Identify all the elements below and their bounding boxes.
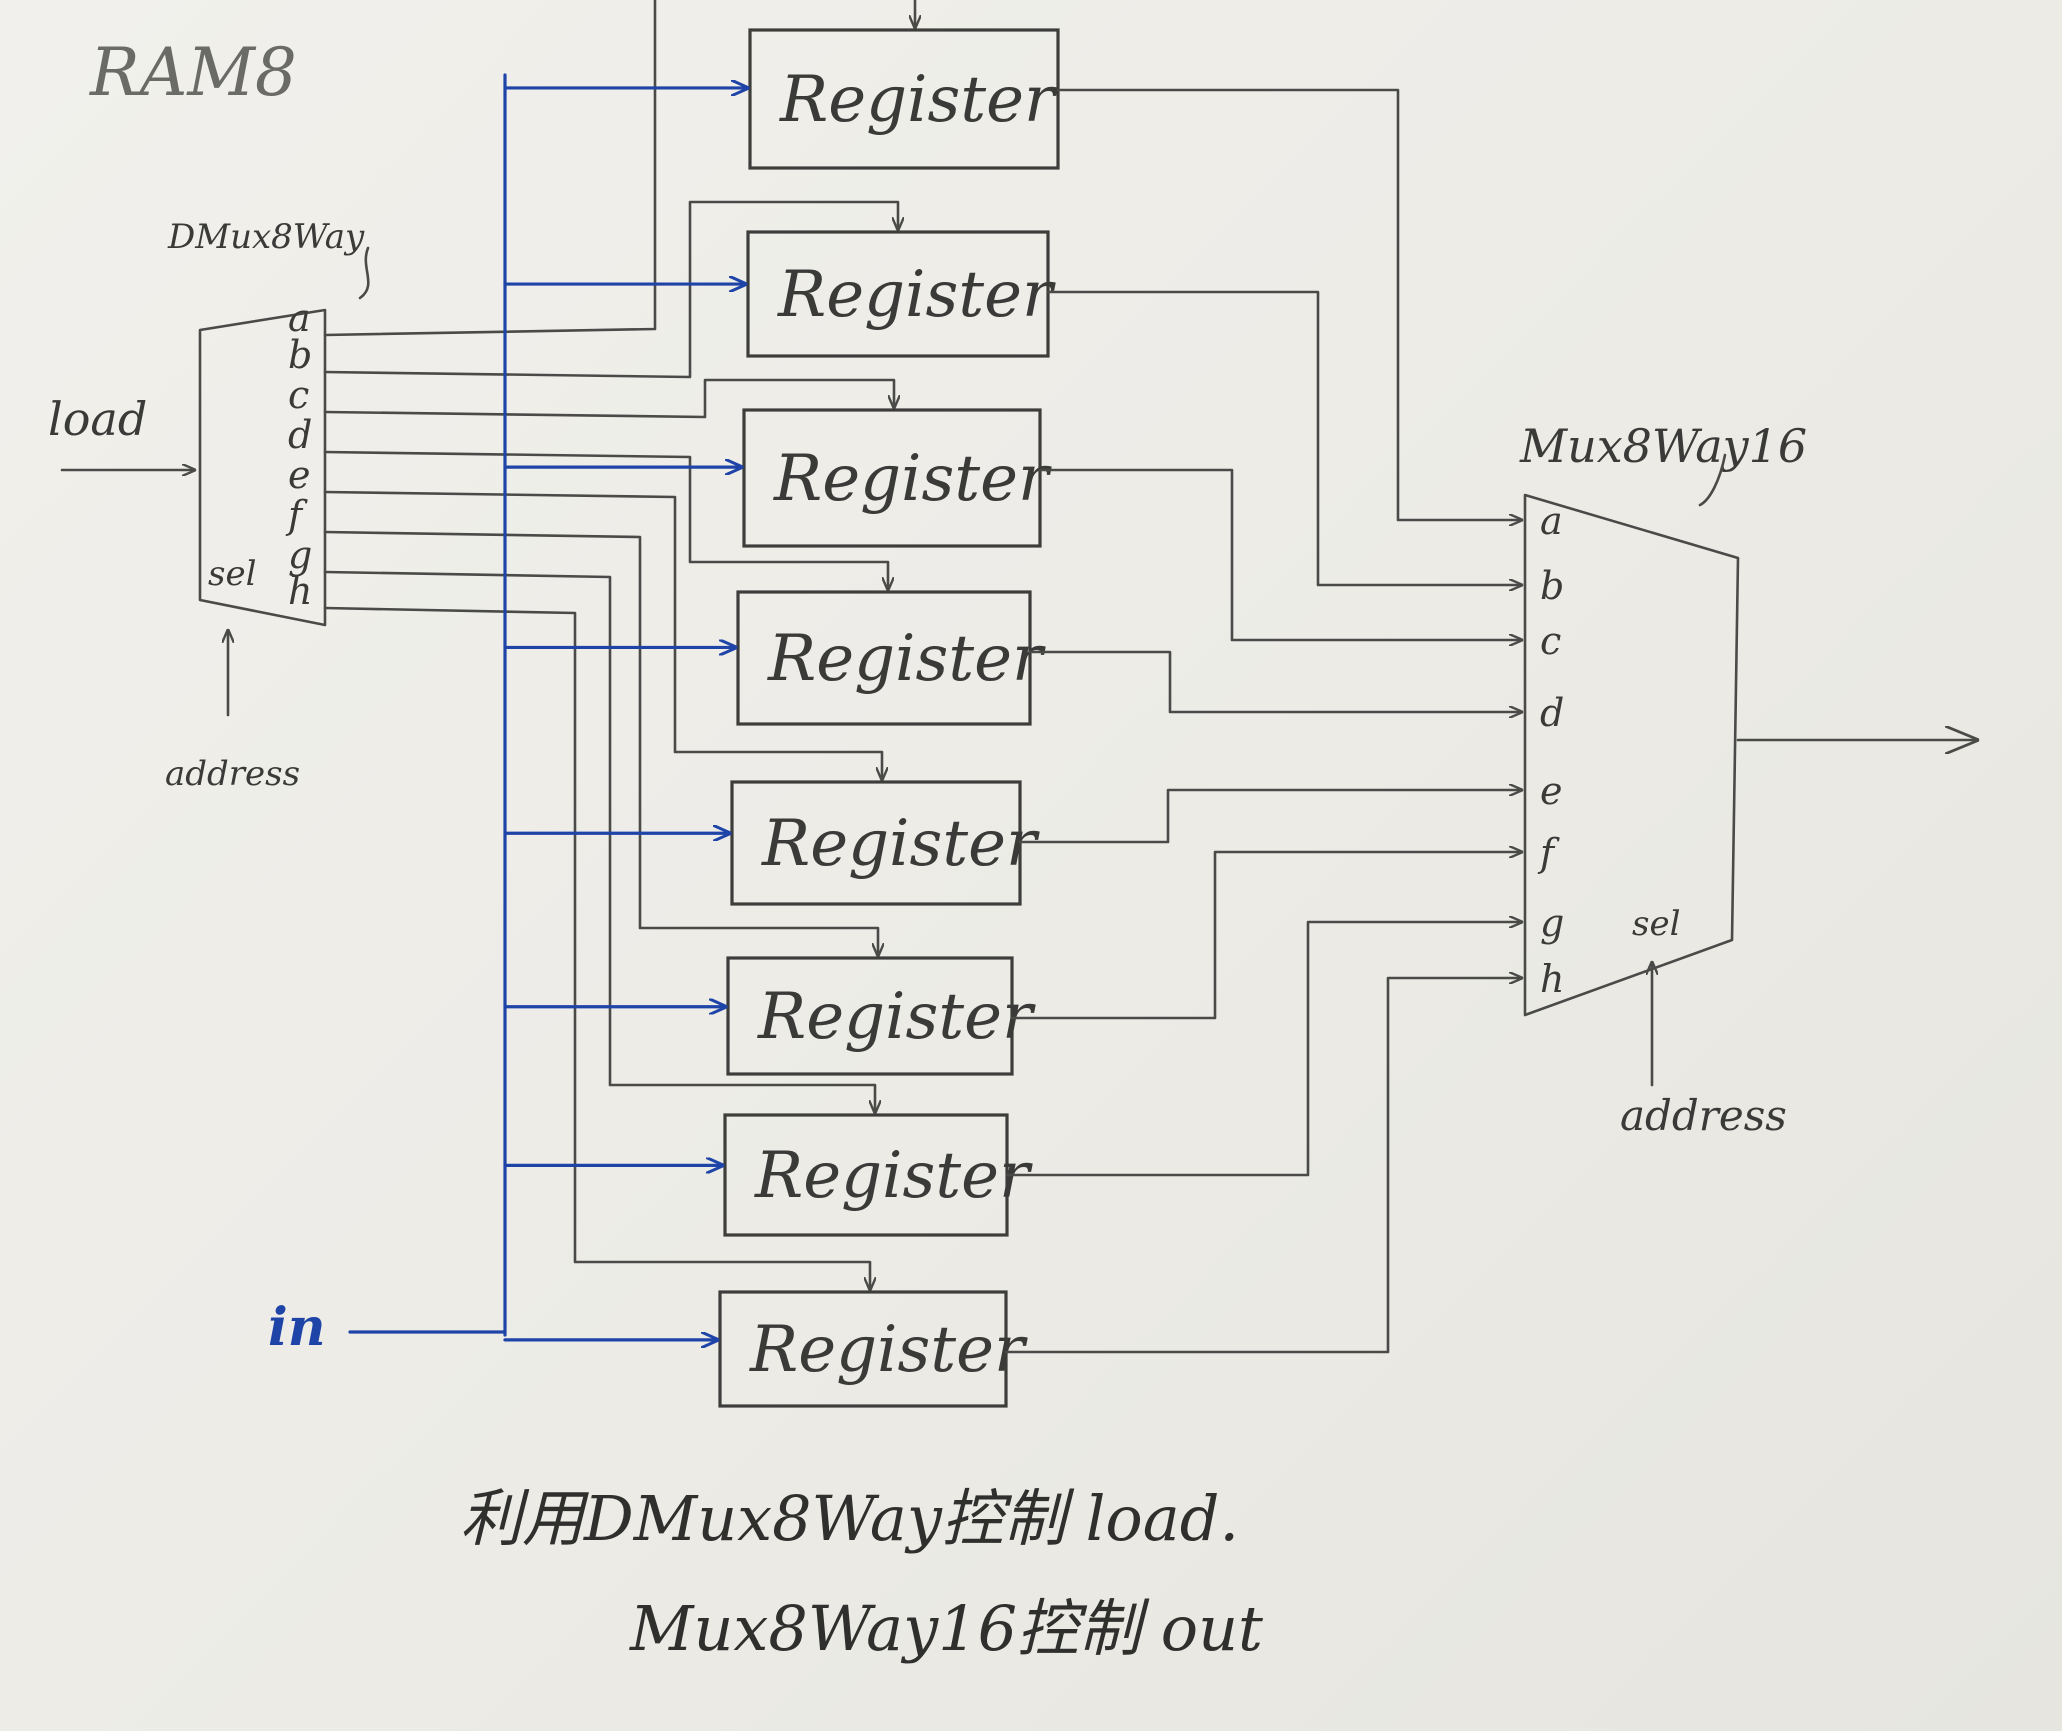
out-wire-c [1038,468,1524,640]
in-bus [348,73,507,1337]
load-wire-f [323,530,878,958]
out-wire-e [1018,790,1524,844]
dmux-output-a: a [288,296,311,340]
register-label: Register [754,1139,1033,1213]
note-line-1: 利用DMux8Way控制 load. [460,1482,1239,1555]
mux-input-f: f [1537,831,1560,875]
mux-input-c: c [1540,619,1561,663]
register-box [726,956,1014,1076]
dmux-output-c: c [288,373,309,417]
out-wire-f [1010,852,1524,1020]
mux-input-e: e [1540,769,1563,813]
register-3: Register [503,408,1052,548]
dmux-shape [198,308,327,627]
load-wire-e [323,490,882,782]
register-4: Register [503,590,1046,726]
in-label: in [268,1297,326,1358]
load-wire-b [323,200,898,379]
diagram-title: RAM8 [89,34,297,111]
mux-input-h: h [1540,957,1564,1001]
register-box [736,590,1032,726]
register-2: Register [503,230,1056,358]
mux-shape [1523,493,1740,1017]
register-5: Register [503,780,1040,906]
note-line-2: Mux8Way16控制 out [629,1592,1263,1665]
register-label: Register [767,622,1046,696]
load-wire-g [323,570,875,1115]
out-wire-b [1046,290,1524,585]
register-label: Register [777,258,1056,332]
load-label: load [48,392,147,446]
dmux-output-f: f [285,493,308,537]
dmux-address-label: address [165,754,300,794]
load-wire-c [323,378,894,419]
register-label: Register [779,63,1058,137]
out-wire-d [1028,650,1524,712]
register-6: Register [503,956,1036,1076]
register-box [742,408,1042,548]
register-box [748,28,1060,170]
dmux-output-b: b [288,333,312,377]
dmux-output-e: e [288,453,311,497]
register-7: Register [503,1113,1033,1237]
mux-input-d: d [1540,691,1564,735]
load-wires [323,0,915,1292]
register-label: Register [761,807,1040,881]
mux-name: Mux8Way16 [1519,419,1807,473]
dmux-output-h: h [288,569,312,613]
register-8: Register [503,1290,1028,1408]
register-box [746,230,1050,358]
load-wire-h [323,606,870,1292]
register-box [718,1290,1008,1408]
dmux-output-d: d [288,413,312,457]
load-wire-a [323,0,657,337]
registers: RegisterRegisterRegisterRegisterRegister… [503,28,1060,1408]
register-label: Register [749,1313,1028,1387]
register-label: Register [773,442,1052,516]
mux-sel-label: sel [1632,904,1680,944]
mux-input-a: a [1540,499,1563,543]
mux-address-label: address [1620,1091,1787,1140]
out-wire-g [1005,922,1524,1177]
mux-input-g: g [1540,901,1564,945]
register-1: Register [503,28,1060,170]
output-wires [1004,88,1524,1354]
out-wire-h [1004,978,1524,1354]
out-wire-a [1056,88,1524,520]
register-label: Register [757,980,1036,1054]
mux-input-b: b [1540,564,1564,608]
dmux-output-g: g [288,533,312,577]
load-wire-d [323,450,888,592]
dmux-sel-label: sel [208,554,256,594]
dmux-name: DMux8Way [167,217,365,257]
